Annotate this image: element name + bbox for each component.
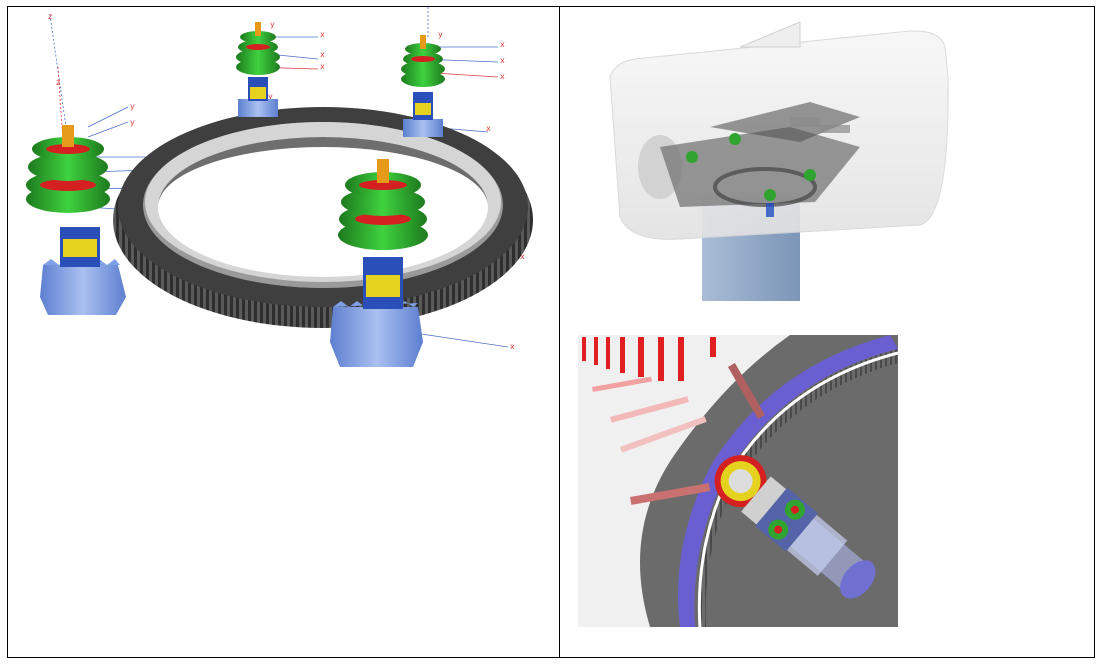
axis-label-x: x <box>500 56 505 65</box>
panel-divider <box>559 7 560 657</box>
axis-label-x: x <box>500 72 505 81</box>
axis-label-y: y <box>438 30 443 39</box>
figure-grid: z z y x x x x x x x y y y y x x x x x x <box>7 6 1095 658</box>
axis-label-x: x <box>510 342 515 351</box>
drive-unit-back-right <box>401 35 445 137</box>
drive-unit-back-middle <box>236 22 280 117</box>
axis-label-y: y <box>270 20 275 29</box>
axis-label-z: z <box>48 12 52 21</box>
ring-gear-assembly-svg: z z y x x x x x x x y y y y x x x x x x <box>26 7 533 367</box>
closeup-pinion-shaft <box>714 455 876 599</box>
axis-label-x: x <box>320 30 325 39</box>
axis-label-z: z <box>56 78 60 87</box>
drive-unit-front-right <box>330 159 428 367</box>
closeup-gear-view <box>578 335 899 628</box>
axis-label-y: y <box>130 102 135 111</box>
axis-label-y: y <box>130 118 135 127</box>
drive-unit-front-left <box>26 125 126 315</box>
right-panel <box>560 7 1094 657</box>
ring-gear <box>113 107 533 328</box>
axis-label-x: x <box>520 252 525 261</box>
axis-label-x: x <box>486 124 491 133</box>
ring-gear-assembly-panel: z z y x x x x x x x y y y y x x x x x x <box>8 7 559 657</box>
axis-label-x: x <box>320 62 325 71</box>
axis-label-x: x <box>500 40 505 49</box>
right-panel-svg <box>578 21 949 628</box>
axis-label-y: y <box>268 92 273 101</box>
axis-label-x: x <box>320 50 325 59</box>
housing-translucent-view <box>609 21 949 301</box>
force-arrows <box>582 337 765 505</box>
